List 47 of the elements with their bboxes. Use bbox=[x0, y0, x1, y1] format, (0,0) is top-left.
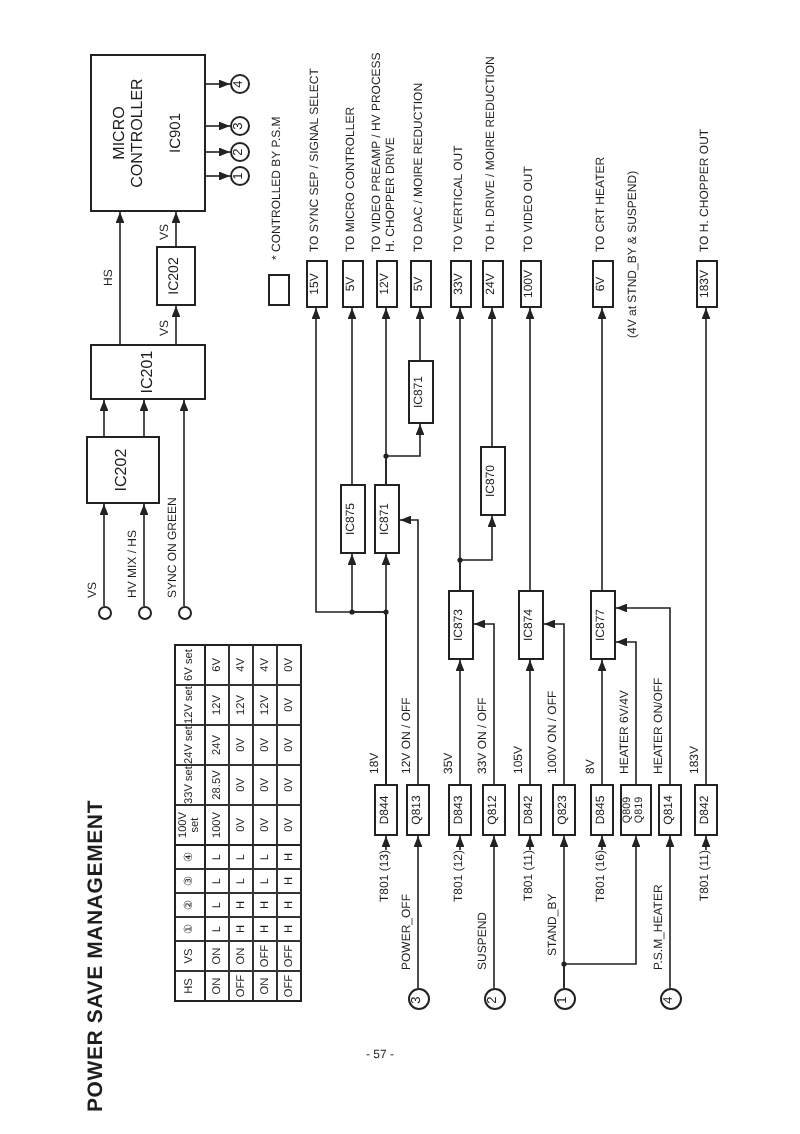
arrow bbox=[543, 619, 565, 785]
arrow bbox=[597, 659, 607, 785]
component-box bbox=[620, 784, 652, 836]
arrow bbox=[399, 515, 419, 785]
arrow bbox=[487, 307, 497, 447]
arrow bbox=[171, 305, 181, 345]
arrow bbox=[99, 399, 109, 437]
input-terminal bbox=[177, 607, 191, 621]
arrow bbox=[179, 399, 189, 607]
arrow bbox=[381, 835, 391, 851]
arrow bbox=[525, 835, 535, 851]
arrow bbox=[311, 307, 387, 785]
arrow bbox=[665, 835, 675, 989]
arrow bbox=[615, 603, 671, 785]
arrow bbox=[115, 211, 125, 345]
input-terminal bbox=[97, 607, 111, 621]
arrow bbox=[171, 211, 181, 247]
arrow bbox=[205, 171, 231, 181]
arrow bbox=[563, 835, 641, 989]
arrow bbox=[455, 835, 465, 851]
page-title: POWER SAVE MANAGEMENT bbox=[84, 799, 108, 1112]
arrow bbox=[205, 147, 231, 157]
input-terminal bbox=[137, 607, 151, 621]
block-title: MICRO CONTROLLER bbox=[112, 76, 148, 191]
arrow bbox=[597, 835, 607, 851]
ic-block: IC202 bbox=[86, 436, 160, 504]
arrow bbox=[473, 619, 495, 785]
arrow bbox=[455, 659, 465, 785]
controller-block bbox=[90, 54, 206, 212]
arrow bbox=[525, 307, 535, 591]
arrow bbox=[415, 307, 425, 361]
arrow bbox=[459, 515, 497, 591]
arrow bbox=[701, 835, 711, 851]
arrow bbox=[489, 835, 499, 989]
arrow bbox=[597, 307, 607, 591]
arrow bbox=[99, 503, 109, 607]
arrow bbox=[701, 307, 711, 785]
arrow bbox=[413, 835, 423, 989]
arrow bbox=[205, 121, 231, 131]
arrow bbox=[139, 503, 149, 607]
arrow bbox=[139, 399, 149, 437]
arrow bbox=[385, 423, 425, 485]
arrow bbox=[615, 637, 637, 785]
arrow bbox=[525, 659, 535, 785]
arrow bbox=[347, 307, 357, 485]
ic-block: IC201 bbox=[90, 344, 206, 400]
arrow bbox=[205, 79, 231, 89]
